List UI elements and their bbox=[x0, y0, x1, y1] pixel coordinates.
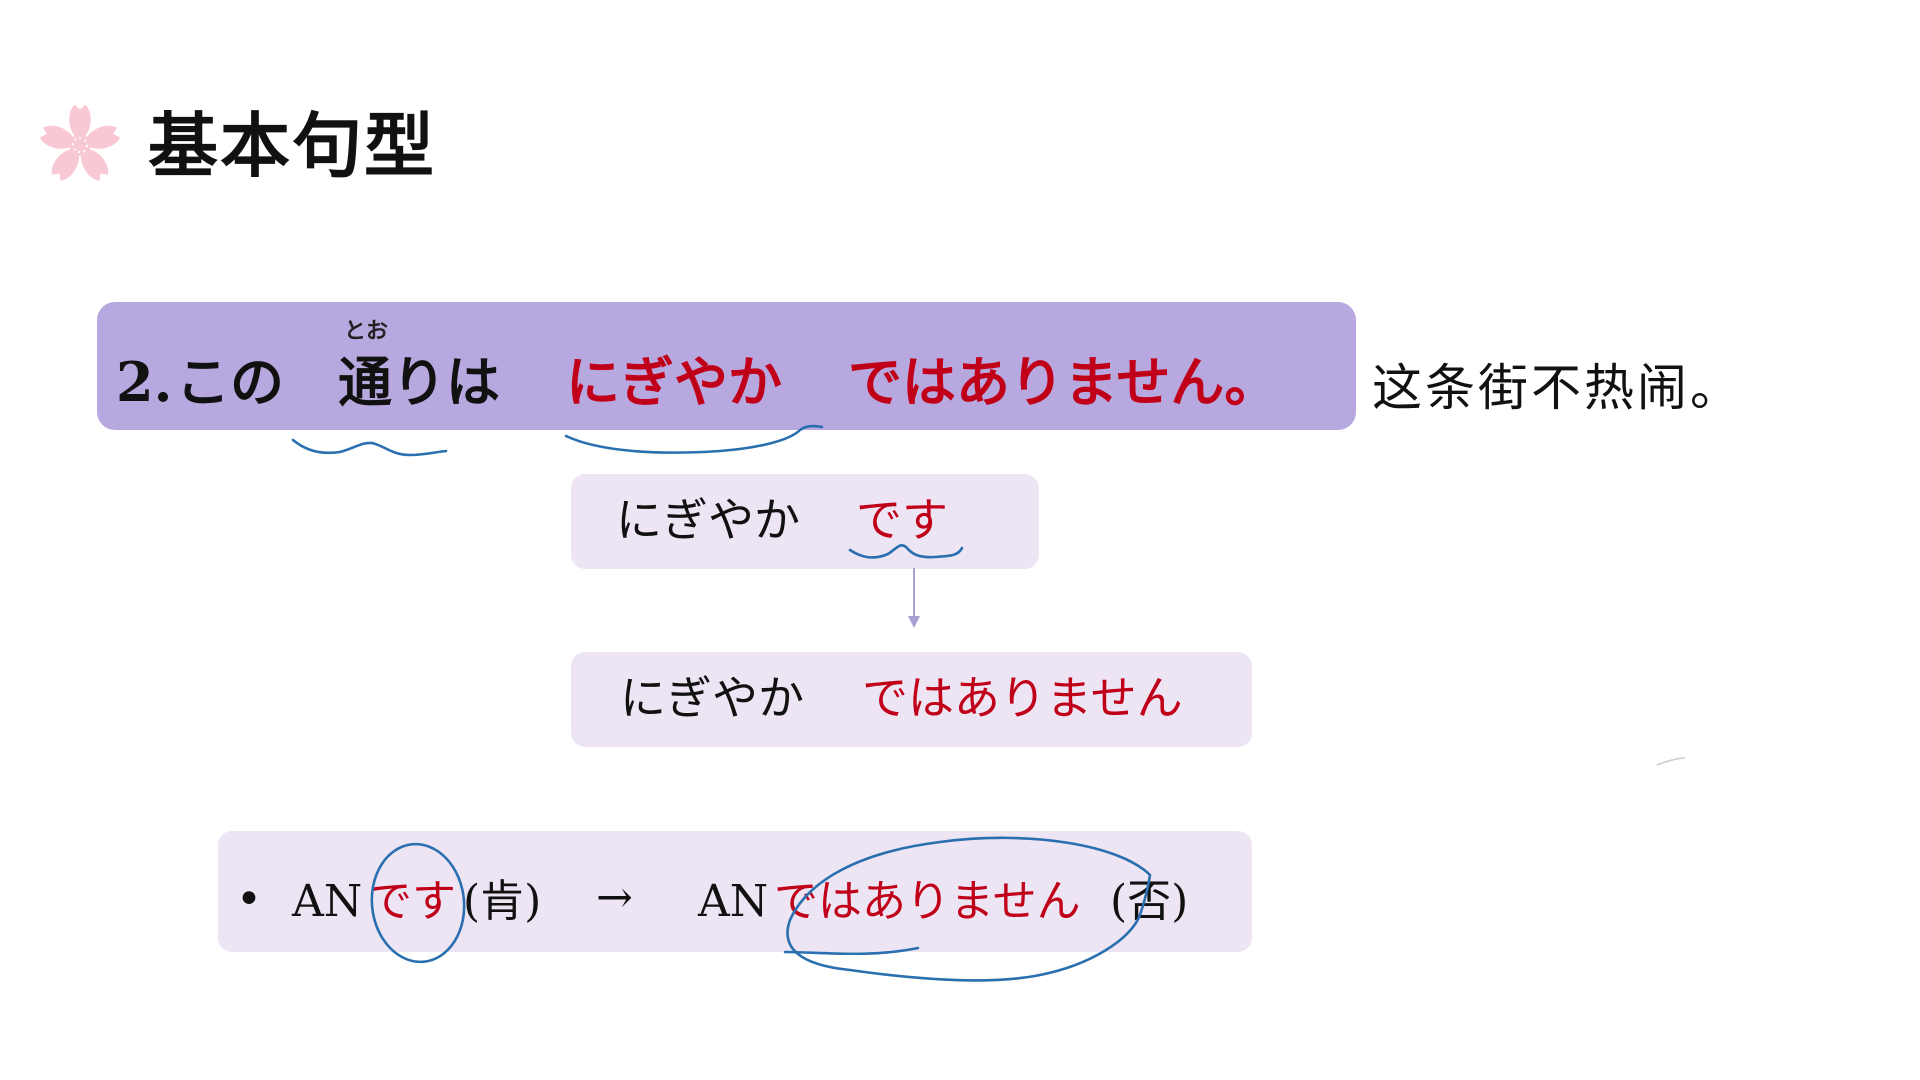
chinese-translation: 这条街不热闹。 bbox=[1372, 359, 1743, 417]
rule-pos-ending: です bbox=[368, 876, 456, 927]
affirmative-ending: です bbox=[856, 493, 948, 547]
ink-underline-toori bbox=[291, 438, 448, 457]
down-arrow-icon bbox=[908, 568, 920, 628]
faint-mark bbox=[1656, 757, 1686, 766]
negative-form-box bbox=[571, 652, 1252, 747]
sentence-adjective: にぎやか bbox=[566, 350, 782, 414]
sentence-part-kono: この bbox=[176, 350, 284, 414]
affirmative-stem: にぎやか bbox=[616, 493, 800, 547]
sentence-number: 2. bbox=[116, 350, 173, 414]
rule-pos-prefix: AN bbox=[292, 876, 363, 927]
sentence-negation: ではありません。 bbox=[848, 350, 1279, 414]
slide-title: 基本句型 bbox=[148, 105, 436, 187]
rule-neg-label: (否) bbox=[1110, 876, 1189, 927]
rule-arrow-icon: → bbox=[596, 872, 633, 923]
sentence-part-toori: 通りは bbox=[338, 350, 500, 414]
negative-stem: にぎやか bbox=[620, 671, 804, 725]
rule-neg-prefix: AN bbox=[698, 876, 769, 927]
rule-pos-label: (肯) bbox=[463, 876, 542, 927]
furigana: とお bbox=[344, 319, 389, 344]
rule-bullet: • bbox=[236, 874, 262, 925]
negative-ending: ではありません bbox=[862, 671, 1183, 725]
rule-neg-ending: ではありません bbox=[774, 876, 1081, 927]
main-sentence-box bbox=[97, 302, 1356, 430]
sakura-icon bbox=[38, 104, 122, 185]
